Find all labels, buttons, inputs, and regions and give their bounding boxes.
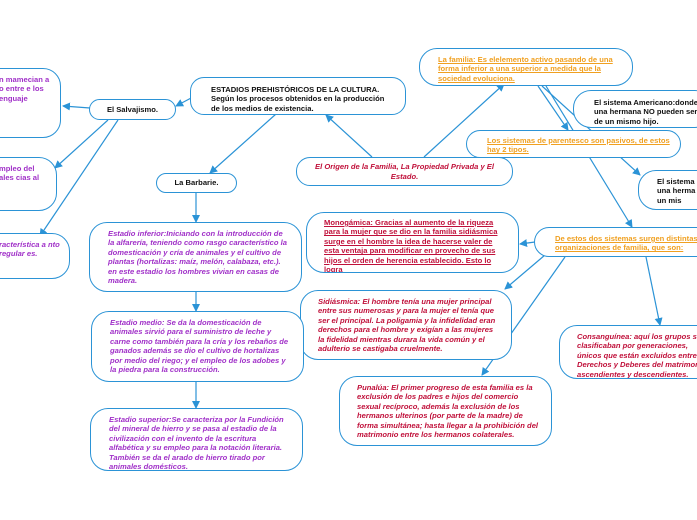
node-sistema-americano[interactable]: El sistema Americano:donde una hermana N… [573,90,697,128]
node-sistemas-parentesco[interactable]: Los sistemas de parentesco son pasivos, … [466,130,681,158]
edge-estadios-barbarie [209,113,277,174]
node-punalua[interactable]: Punalúa: El primer progreso de esta fami… [339,376,552,446]
edge-salvajismo-left1 [62,102,91,111]
edge-salvajismo-left3 [39,119,119,237]
node-estadio-superior[interactable]: Estadio superior:Se caracteriza por la F… [90,408,303,471]
node-left-2[interactable]: mpleo del ales cias al [0,157,57,211]
edge-distintos-monogamica [519,239,536,248]
node-monogamica[interactable]: Monogámica: Gracias al aumento de la riq… [306,212,519,273]
node-origen-familia[interactable]: El Origen de la Familia, La Propiedad Pr… [296,157,513,186]
node-salvajismo[interactable]: El Salvajismo. [89,99,176,120]
node-estadio-medio[interactable]: Estadio medio: Se da la domesticación de… [91,311,304,382]
node-left-1[interactable]: n mamecian a o entre e los enguaje [0,68,61,138]
edge-salvajismo-left2 [54,119,109,169]
edge-origen-familia [423,83,505,158]
edge-origen-estadios [325,114,373,158]
node-barbarie[interactable]: La Barbarie. [156,173,237,193]
node-sistema-right[interactable]: El sistema una herma de un mis [638,170,697,210]
edge-distintos-consanguinea [645,256,663,326]
node-familia[interactable]: La familia: Es elelemento activo pasando… [419,48,633,86]
node-distintos-sistemas[interactable]: De estos dos sistemas surgen distintas o… [534,227,697,257]
edge-familia-parentesco [537,85,569,131]
edge-distintos-sidiasmica [504,254,546,290]
node-sidiasmica[interactable]: Sidiásmica: El hombre tenía una mujer pr… [300,290,512,360]
node-consanguinea[interactable]: Consanguínea: aquí los grupos se clasifi… [559,325,697,379]
node-left-3[interactable]: racterística a nto regular es. [0,233,70,279]
node-estadios[interactable]: ESTADIOS PREHISTÓRICOS DE LA CULTURA. Se… [190,77,406,115]
node-estadio-inferior[interactable]: Estadio inferior:Iniciando con la introd… [89,222,302,292]
